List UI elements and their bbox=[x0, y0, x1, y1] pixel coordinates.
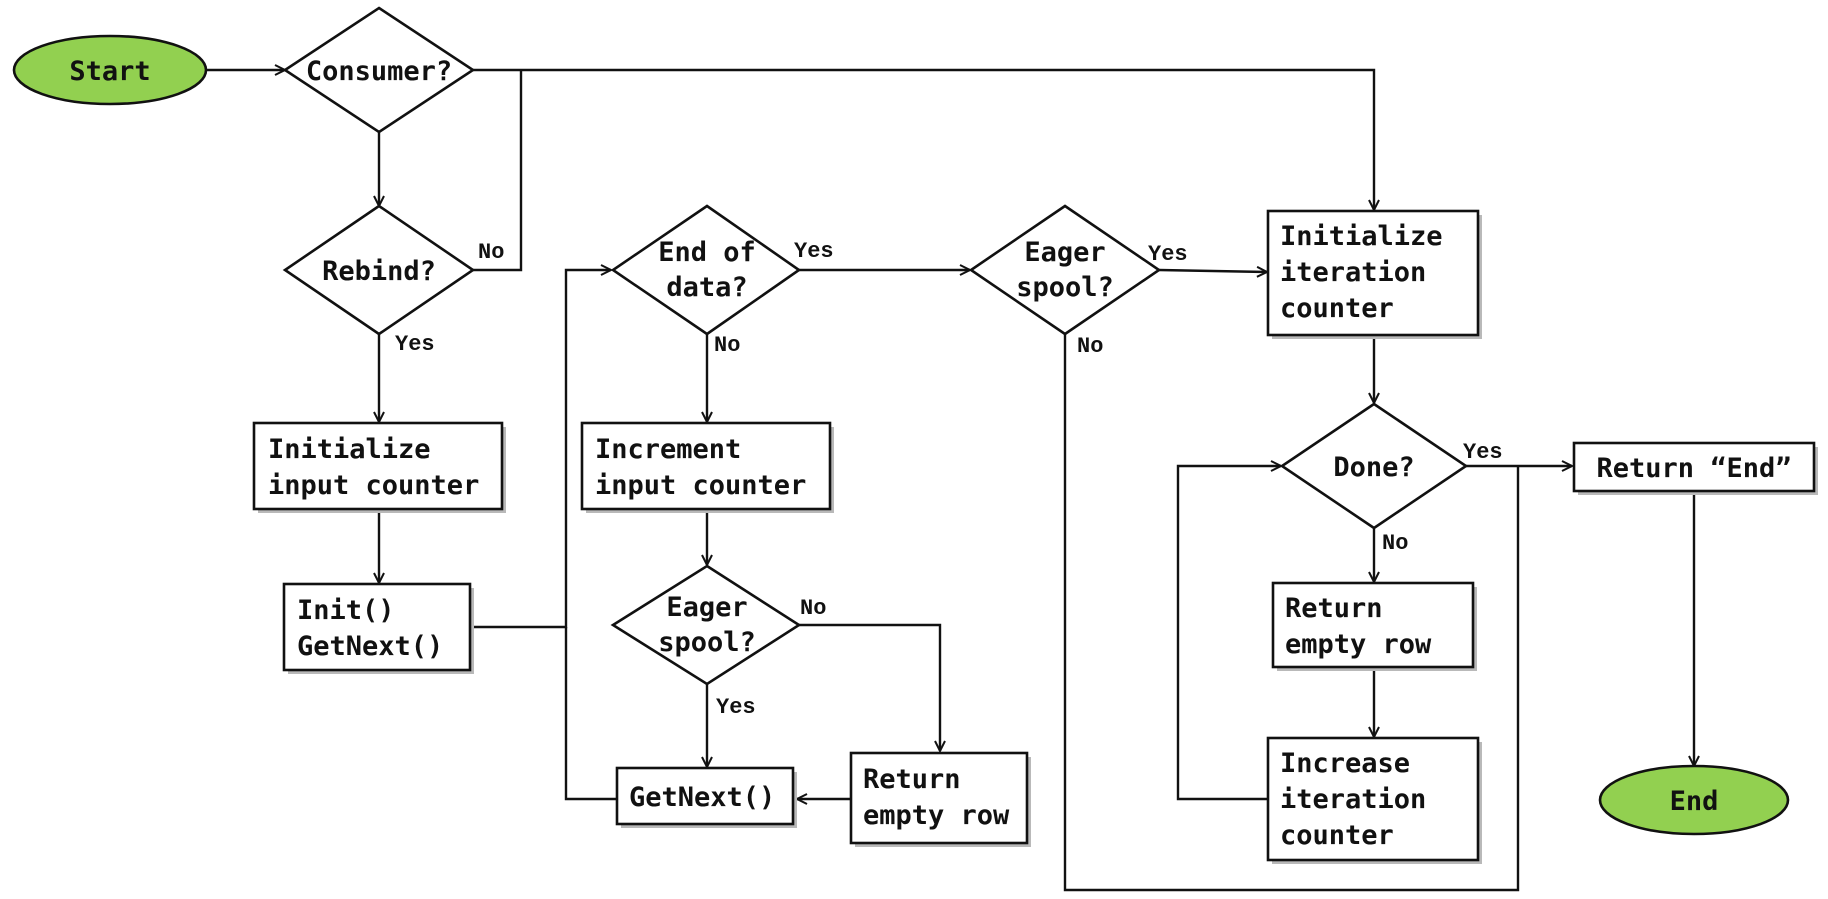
label-eager-spool-outer-no: No bbox=[1077, 334, 1103, 359]
process-init-input-counter: Initialize input counter bbox=[252, 421, 506, 513]
decision-eager-spool-outer-label-line2: spool? bbox=[1016, 272, 1114, 303]
edge-init-getnext-to-end-of-data bbox=[473, 270, 611, 629]
edge-eager-spool-inner-no bbox=[799, 623, 940, 751]
decision-done-label: Done? bbox=[1333, 452, 1414, 483]
process-init-iteration-counter: Initialize iteration counter bbox=[1266, 209, 1482, 339]
process-init-getnext-shape bbox=[282, 582, 472, 672]
terminal-start: Start bbox=[12, 34, 208, 106]
process-return-empty-row-outer-line1: Return bbox=[1285, 593, 1383, 624]
process-init-getnext-line1: Init() bbox=[297, 595, 395, 626]
edge-labels: No Yes Yes No No Yes Yes No Yes No bbox=[395, 239, 1503, 720]
process-getnext-shape bbox=[615, 766, 795, 826]
process-increase-iteration-counter-line1: Increase bbox=[1280, 748, 1410, 779]
process-init-input-counter-line1: Initialize bbox=[268, 434, 431, 465]
edge-increase-loop-to-done bbox=[1176, 466, 1281, 801]
process-return-empty-row-outer-line2: empty row bbox=[1285, 629, 1432, 660]
process-increase-iteration-counter-line3: counter bbox=[1280, 820, 1394, 851]
terminal-start-shape bbox=[12, 34, 208, 106]
process-increment-input-counter-line1: Increment bbox=[595, 434, 741, 465]
label-done-yes: Yes bbox=[1463, 440, 1503, 465]
label-eager-spool-outer-yes: Yes bbox=[1148, 242, 1188, 267]
process-return-empty-row-outer: Return empty row bbox=[1271, 581, 1477, 671]
decision-end-of-data-label-line2: data? bbox=[666, 272, 747, 303]
process-increment-input-counter-shape bbox=[580, 421, 832, 511]
process-getnext: GetNext() bbox=[615, 766, 797, 828]
edge-consumer-to-init-iteration bbox=[473, 68, 1374, 210]
process-return-end-line1: Return “End” bbox=[1596, 453, 1791, 484]
process-init-iteration-counter-line2: iteration bbox=[1280, 257, 1426, 288]
decision-rebind: Rebind? bbox=[282, 204, 476, 336]
edge-eager-spool-outer-yes bbox=[1158, 270, 1267, 272]
decision-rebind-label: Rebind? bbox=[322, 256, 436, 287]
decision-eager-spool-inner-label-line1: Eager bbox=[666, 592, 747, 623]
decision-eager-spool-inner-shape bbox=[610, 564, 802, 686]
process-getnext-line1: GetNext() bbox=[629, 782, 775, 813]
label-done-no: No bbox=[1382, 531, 1408, 556]
process-return-end-shape bbox=[1572, 441, 1816, 493]
process-return-empty-row-inner-line1: Return bbox=[863, 764, 961, 795]
process-init-input-counter-line2: input counter bbox=[268, 470, 479, 501]
process-return-empty-row-inner-shape bbox=[849, 751, 1029, 845]
process-return-empty-row-outer-shape bbox=[1271, 581, 1475, 669]
process-return-end: Return “End” bbox=[1572, 441, 1818, 495]
edge-getnext-loop-back bbox=[564, 627, 617, 801]
edge-eager-spool-outer-no bbox=[1063, 334, 1520, 892]
label-eager-spool-inner-no: No bbox=[800, 596, 826, 621]
decision-eager-spool-outer-shape bbox=[968, 204, 1162, 336]
decision-consumer-label: Consumer? bbox=[306, 56, 452, 87]
process-increase-iteration-counter-shape bbox=[1266, 736, 1480, 862]
terminal-end-label: End bbox=[1670, 786, 1719, 817]
process-return-empty-row-inner: Return empty row bbox=[849, 751, 1031, 847]
label-end-of-data-yes: Yes bbox=[794, 239, 834, 264]
decision-end-of-data-label-line1: End of bbox=[658, 237, 756, 268]
decision-done: Done? bbox=[1279, 402, 1469, 530]
label-rebind-no: No bbox=[478, 240, 504, 265]
process-init-iteration-counter-line3: counter bbox=[1280, 293, 1394, 324]
process-increase-iteration-counter-line2: iteration bbox=[1280, 784, 1426, 815]
decision-eager-spool-inner: Eager spool? bbox=[610, 564, 802, 686]
process-increment-input-counter: Increment input counter bbox=[580, 421, 834, 513]
label-end-of-data-no: No bbox=[714, 333, 740, 358]
process-init-iteration-counter-line1: Initialize bbox=[1280, 221, 1443, 252]
process-init-getnext-line2: GetNext() bbox=[297, 631, 443, 662]
decision-end-of-data: End of data? bbox=[610, 204, 802, 336]
process-return-empty-row-inner-line2: empty row bbox=[863, 800, 1010, 831]
edge-rebind-no bbox=[473, 70, 523, 272]
process-increase-iteration-counter: Increase iteration counter bbox=[1266, 736, 1482, 864]
decision-consumer: Consumer? bbox=[282, 6, 476, 134]
decision-eager-spool-outer: Eager spool? bbox=[968, 204, 1162, 336]
decision-end-of-data-shape bbox=[610, 204, 802, 336]
decision-eager-spool-outer-label-line1: Eager bbox=[1024, 237, 1105, 268]
label-eager-spool-inner-yes: Yes bbox=[716, 695, 756, 720]
label-rebind-yes: Yes bbox=[395, 332, 435, 357]
terminal-end: End bbox=[1598, 764, 1790, 836]
terminal-end-shape bbox=[1598, 764, 1790, 836]
decision-eager-spool-inner-label-line2: spool? bbox=[658, 627, 756, 658]
process-init-getnext: Init() GetNext() bbox=[282, 582, 474, 674]
process-increment-input-counter-line2: input counter bbox=[595, 470, 806, 501]
decision-done-shape bbox=[1279, 402, 1469, 530]
terminal-start-label: Start bbox=[69, 56, 150, 87]
process-init-iteration-counter-shape bbox=[1266, 209, 1480, 337]
decision-consumer-shape bbox=[282, 6, 476, 134]
edges bbox=[207, 68, 1694, 892]
process-init-input-counter-shape bbox=[252, 421, 504, 511]
decision-rebind-shape bbox=[282, 204, 476, 336]
